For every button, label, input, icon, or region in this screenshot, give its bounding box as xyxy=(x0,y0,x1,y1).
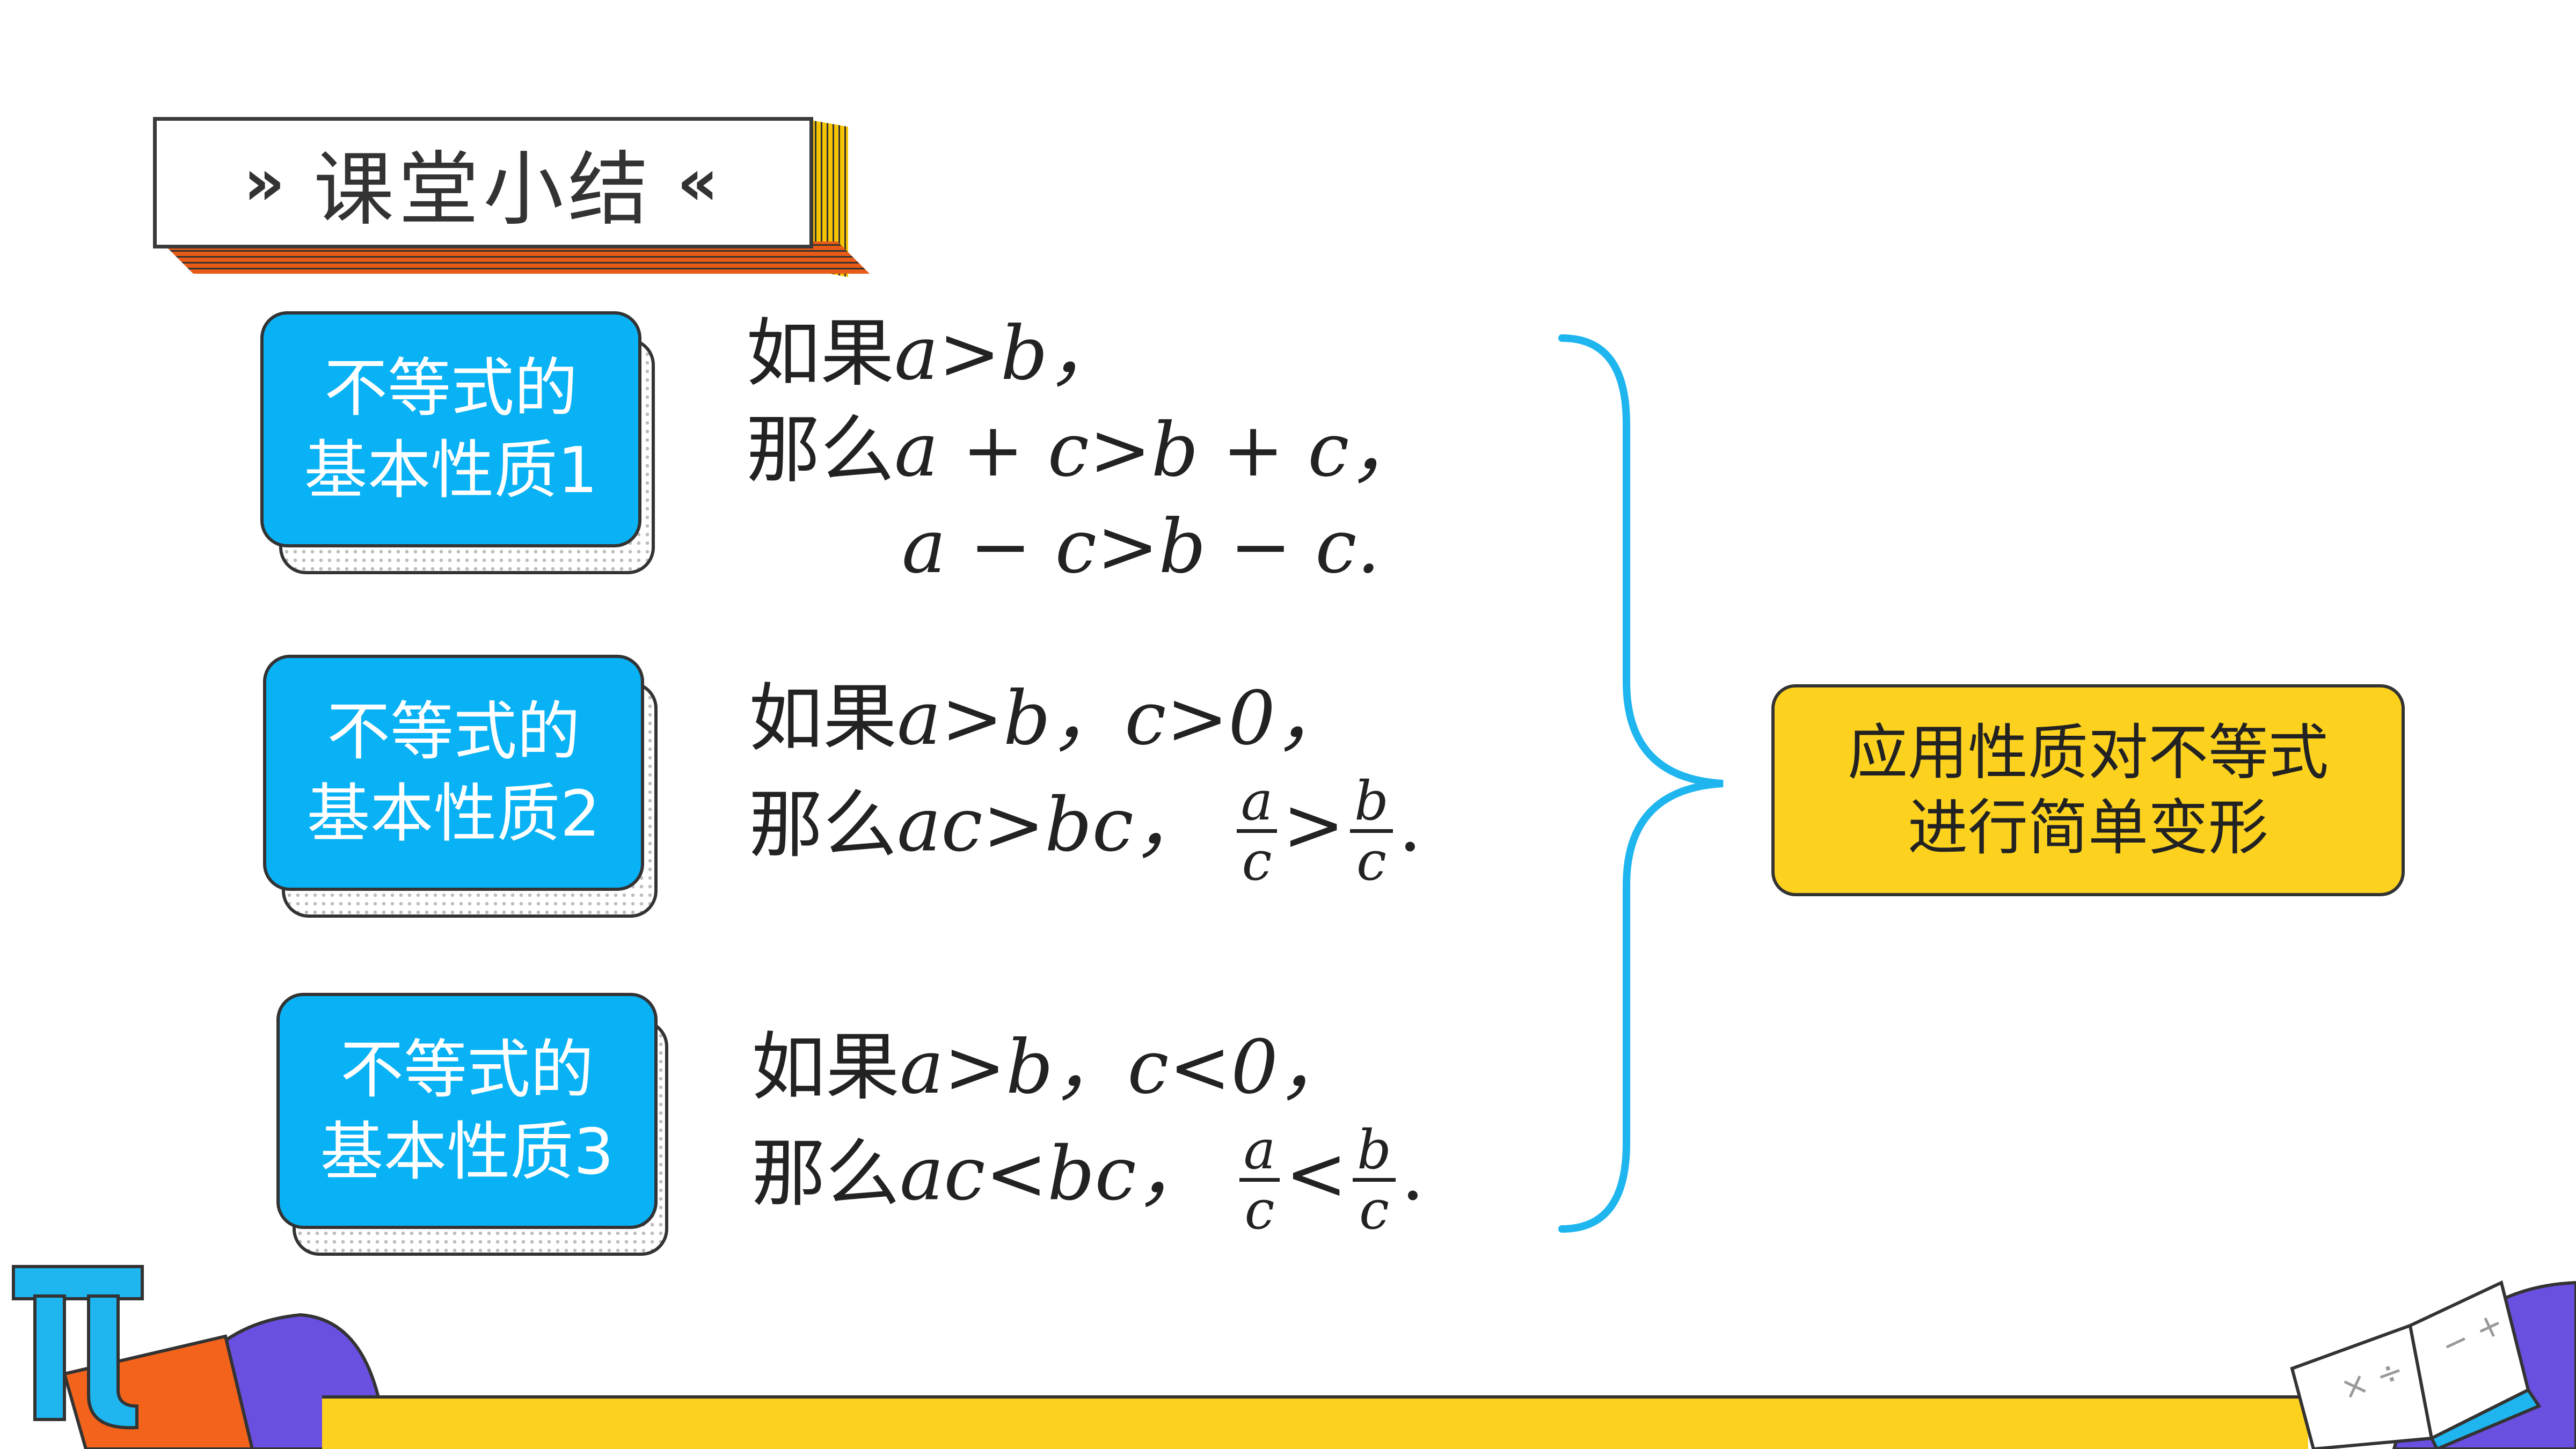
property-box-2: 不等式的 基本性质2 xyxy=(263,655,644,891)
summary-line2: 进行简单变形 xyxy=(1908,793,2268,863)
property1-line3: a − c>b − c. xyxy=(902,503,1381,590)
double-chevron-right-icon: » xyxy=(243,145,289,220)
summary-box: 应用性质对不等式 进行简单变形 xyxy=(1771,684,2405,896)
property-box-1: 不等式的 基本性质1 xyxy=(260,311,641,547)
double-chevron-left-icon: « xyxy=(677,145,723,220)
open-book-icon: × ÷ − + xyxy=(2290,1280,2542,1449)
footer-bar xyxy=(322,1395,2308,1449)
page-title: 课堂小结 xyxy=(313,143,653,237)
property-label-line2: 基本性质1 xyxy=(304,433,598,507)
pi-symbol-icon xyxy=(12,1265,144,1430)
property-label-line2: 基本性质3 xyxy=(320,1115,614,1189)
property2-line1: 如果a>b，c>0， xyxy=(749,675,1349,762)
property-label-line1: 不等式的 xyxy=(340,1032,594,1107)
property1-line1: 如果a>b， xyxy=(746,310,1122,397)
property-label-line1: 不等式的 xyxy=(326,694,580,769)
property-box-3: 不等式的 基本性质3 xyxy=(276,993,658,1229)
property3-line1: 如果a>b，c<0， xyxy=(751,1024,1352,1110)
property-label-line1: 不等式的 xyxy=(324,350,578,425)
summary-line1: 应用性质对不等式 xyxy=(1848,718,2329,788)
property1-line2: 那么a + c>b + c， xyxy=(746,407,1424,493)
book-decoration: × ÷ − + xyxy=(2290,1280,2576,1449)
title-banner: » 课堂小结 « xyxy=(153,117,813,248)
curly-brace xyxy=(1558,334,1724,1233)
property-label-line2: 基本性质2 xyxy=(307,777,601,851)
